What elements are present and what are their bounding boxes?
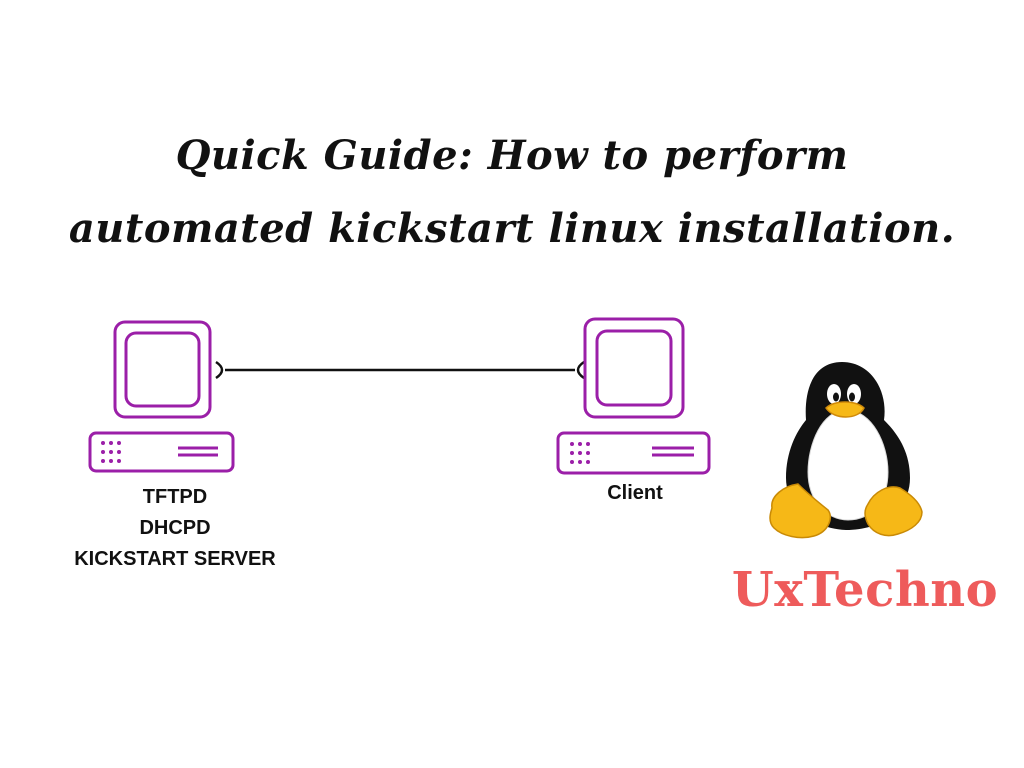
- server-port-connector: [215, 360, 224, 380]
- client-vent-dots: [570, 442, 590, 464]
- server-vent-dots: [101, 441, 121, 463]
- page-title-line-2: automated kickstart linux installation.: [68, 205, 956, 252]
- client-computer-icon: [556, 317, 711, 475]
- server-tower-case: [88, 431, 235, 473]
- penguin-foot-right: [864, 486, 923, 537]
- client-monitor-screen: [595, 329, 673, 407]
- server-monitor-screen: [124, 331, 201, 408]
- server-label-dhcpd: DHCPD: [139, 517, 211, 539]
- penguin-foot-left: [769, 483, 832, 539]
- brand-logo-text: UxTechno: [731, 562, 999, 618]
- server-label-tftpd: TFTPD: [142, 486, 208, 508]
- server-computer-icon: [88, 320, 235, 473]
- client-tower-case: [556, 431, 711, 475]
- linux-penguin-icon: [769, 362, 923, 539]
- penguin-belly: [807, 409, 889, 521]
- network-connection: [215, 360, 585, 380]
- penguin-pupil-left: [833, 392, 839, 402]
- server-monitor-frame: [113, 320, 212, 419]
- penguin-beak: [825, 401, 865, 418]
- penguin-pupil-right: [849, 392, 855, 402]
- client-monitor-frame: [583, 317, 685, 419]
- client-label: Client: [607, 482, 663, 504]
- client-port-connector: [576, 360, 585, 380]
- server-label-group: TFTPD DHCPD KICKSTART SERVER: [40, 482, 310, 575]
- server-label-kickstart: KICKSTART SERVER: [74, 548, 276, 570]
- page-title-line-1: Quick Guide: How to perform: [175, 132, 849, 179]
